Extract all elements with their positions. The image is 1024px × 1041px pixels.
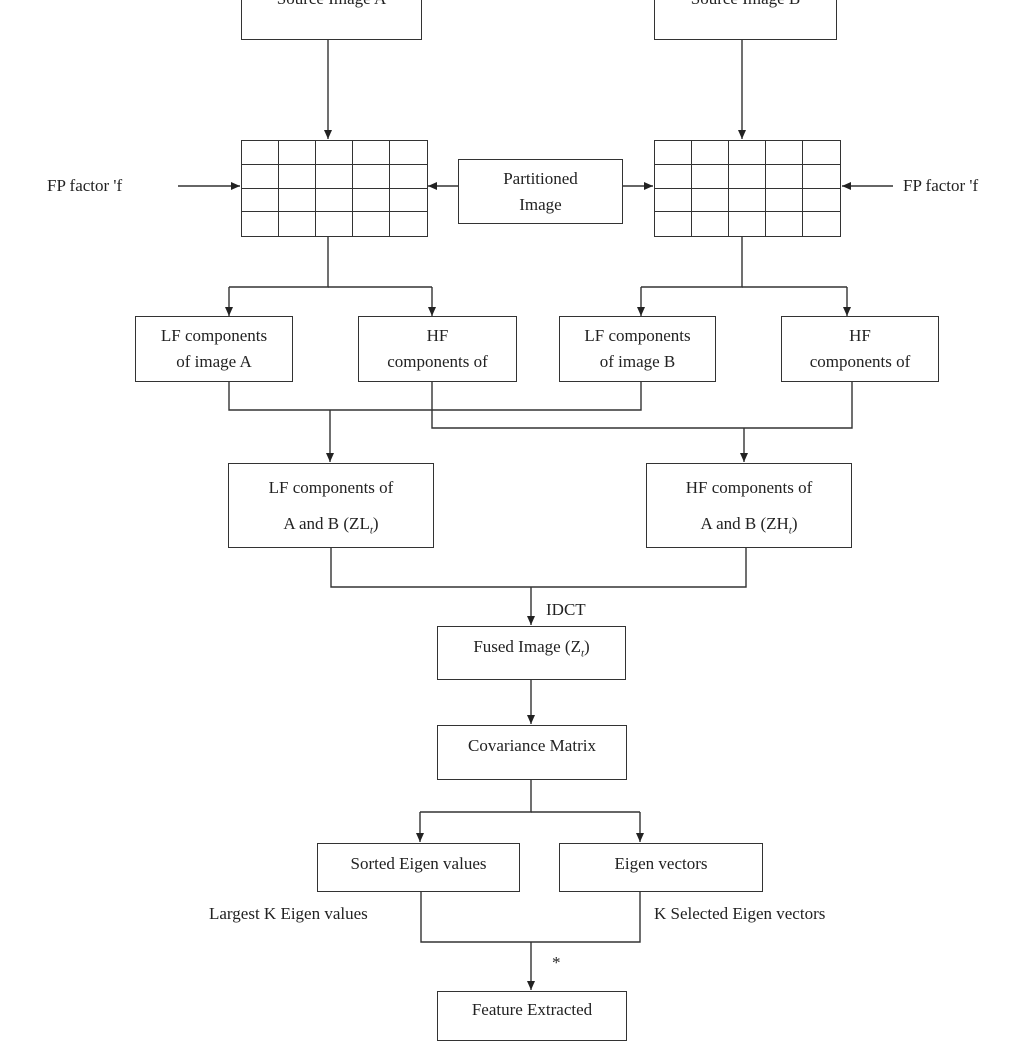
eigen-vectors-box: Eigen vectors [559, 843, 763, 892]
hf-ab-line1: HF components of [685, 477, 813, 497]
lf-components-b-box: LF components of image B [559, 316, 716, 382]
covariance-matrix-label: Covariance Matrix [468, 736, 596, 755]
source-image-a-label: Source Image A [277, 0, 387, 12]
fp-factor-right-label: FP factor 'f [903, 176, 979, 195]
largest-k-eigen-values-label: Largest K Eigen values [209, 904, 368, 923]
hf-a-line1: HF [426, 326, 449, 345]
partition-grid-b [654, 140, 841, 237]
feature-extracted-box: Feature Extracted [437, 991, 627, 1041]
combine-hf [431, 382, 853, 429]
hf-components-a-box: HF components of [358, 316, 517, 382]
source-image-a-box: Source Image A [241, 0, 422, 40]
split-right [641, 237, 743, 288]
covariance-matrix-box: Covariance Matrix [437, 725, 627, 780]
split-eigen [420, 780, 532, 813]
lf-b-line1: LF components [584, 326, 691, 345]
feature-extracted-label: Feature Extracted [471, 1000, 593, 1019]
fused-image-label: Fused Image (Zt) [473, 637, 590, 660]
lf-components-a-box: LF components of image A [135, 316, 293, 382]
multiply-star-label: * [552, 953, 561, 972]
sorted-eigen-values-box: Sorted Eigen values [317, 843, 520, 892]
lf-a-line2: of image A [176, 352, 252, 371]
split-left [229, 237, 329, 288]
eigen-vectors-label: Eigen vectors [614, 854, 708, 873]
sorted-eigen-values-label: Sorted Eigen values [350, 854, 487, 873]
source-image-b-label: Source Image B [691, 0, 801, 12]
lf-ab-line2: A and B (ZLt) [283, 513, 379, 536]
idct-label: IDCT [546, 600, 586, 619]
fp-factor-left-label: FP factor 'f [47, 176, 123, 195]
merge-to-fused [330, 548, 747, 588]
combine-lf [228, 382, 642, 411]
lf-components-ab-box: LF components of A and B (ZLt) [228, 463, 434, 548]
lf-a-line1: LF components [160, 326, 268, 345]
partition-grid-a [241, 140, 428, 237]
source-image-b-box: Source Image B [654, 0, 837, 40]
lf-ab-line1: LF components of [268, 477, 394, 497]
fused-image-box: Fused Image (Zt) [437, 626, 626, 680]
partitioned-image-box: Partitioned Image [458, 159, 623, 224]
hf-b-line1: HF [849, 326, 871, 345]
hf-components-ab-box: HF components of A and B (ZHt) [646, 463, 852, 548]
hf-ab-line2: A and B (ZHt) [700, 513, 798, 536]
merge-to-feature [420, 892, 641, 943]
partitioned-image-line2: Image [519, 194, 562, 214]
hf-components-b-box: HF components of [781, 316, 939, 382]
hf-a-line2: components of [387, 352, 488, 371]
hf-b-line2: components of [809, 352, 911, 371]
k-selected-eigen-vectors-label: K Selected Eigen vectors [654, 904, 826, 923]
lf-b-line2: of image B [599, 352, 676, 371]
partitioned-image-line1: Partitioned [503, 168, 578, 188]
